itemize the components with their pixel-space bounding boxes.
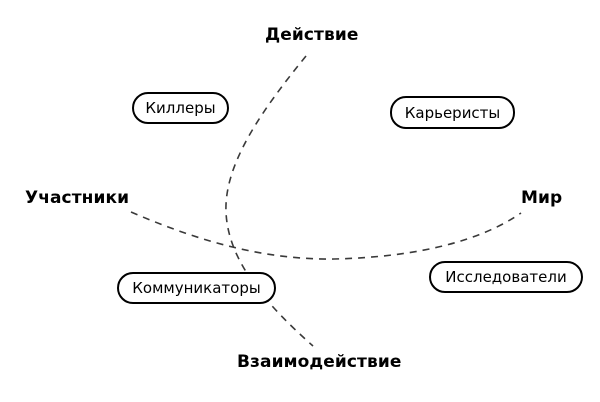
node-researchers[interactable]: Исследователи	[429, 261, 583, 293]
axis-curve-action-interaction	[225, 55, 314, 347]
axis-label-world: Мир	[521, 188, 563, 208]
node-communicators[interactable]: Коммуникаторы	[117, 272, 276, 304]
axis-curve-players-world	[130, 211, 522, 260]
node-killers[interactable]: Киллеры	[132, 92, 229, 124]
axis-label-interaction: Взаимодействие	[237, 352, 402, 372]
axis-label-players: Участники	[25, 188, 130, 208]
axis-label-action: Действие	[265, 25, 359, 45]
node-careerists[interactable]: Карьеристы	[390, 96, 515, 129]
